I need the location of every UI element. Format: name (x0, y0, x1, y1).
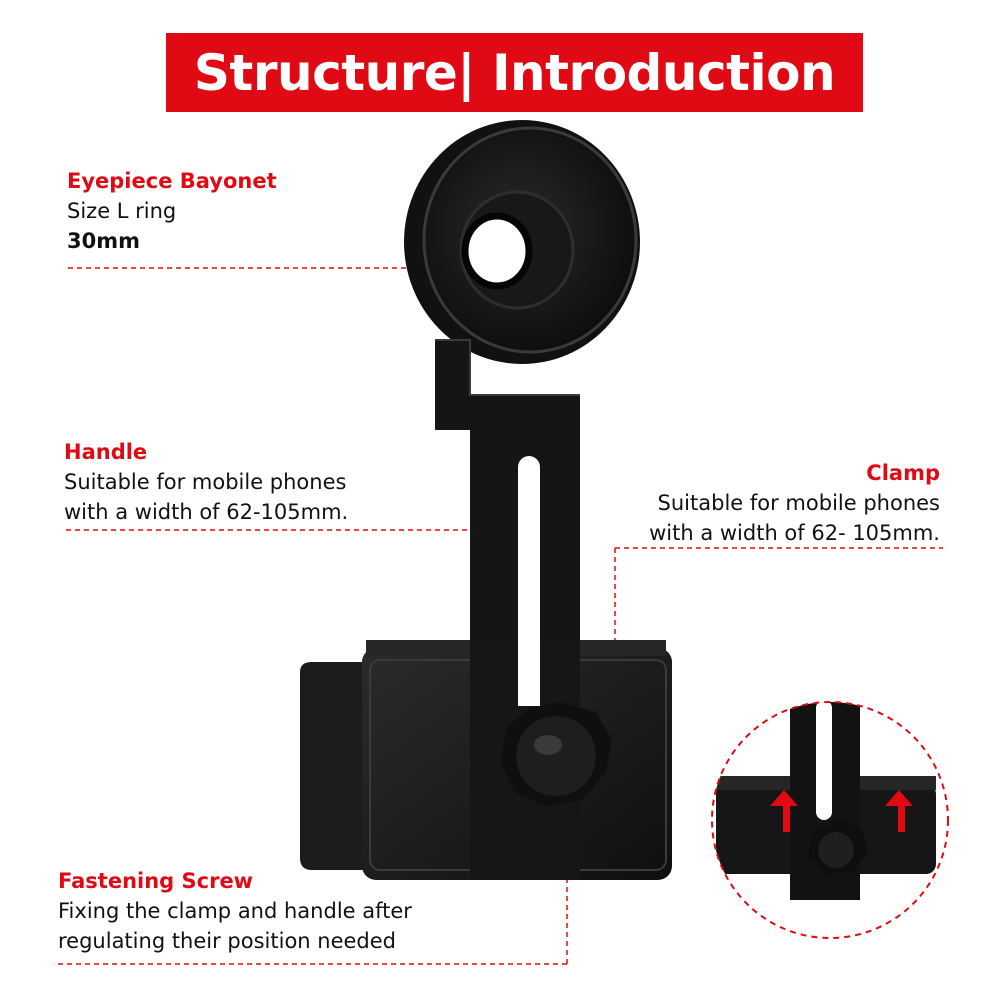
banner-title: Structure| Introduction (193, 43, 836, 102)
clamp-line2: with a width of 62- 105mm. (649, 521, 940, 545)
clamp-line1: Suitable for mobile phones (657, 491, 940, 515)
detail-inset (711, 701, 949, 939)
up-arrow-icon-left (770, 790, 798, 832)
fastening-knob (500, 702, 612, 806)
label-handle: Handle Suitable for mobile phones with a… (64, 437, 348, 527)
clamp-title: Clamp (866, 461, 940, 485)
eyepiece-line2: 30mm (67, 229, 140, 253)
eyepiece-cup (404, 120, 640, 364)
label-eyepiece-bayonet: Eyepiece Bayonet Size L ring 30mm (67, 166, 277, 256)
clamp-body (300, 640, 672, 880)
title-banner: Structure| Introduction (166, 33, 863, 112)
eyepiece-line1: Size L ring (67, 199, 177, 223)
label-fastening-screw: Fastening Screw Fixing the clamp and han… (58, 866, 412, 956)
handle-line1: Suitable for mobile phones (64, 470, 347, 494)
screw-line1: Fixing the clamp and handle after (58, 899, 412, 923)
handle-line2: with a width of 62-105mm. (64, 500, 349, 524)
screw-line2: regulating their position needed (58, 929, 397, 953)
up-arrow-icon-right (885, 790, 913, 832)
leader-lines (58, 267, 943, 965)
handle-title: Handle (64, 440, 148, 464)
eyepiece-title: Eyepiece Bayonet (67, 169, 277, 193)
screw-title: Fastening Screw (58, 869, 254, 893)
label-clamp: Clamp Suitable for mobile phones with a … (649, 458, 940, 548)
